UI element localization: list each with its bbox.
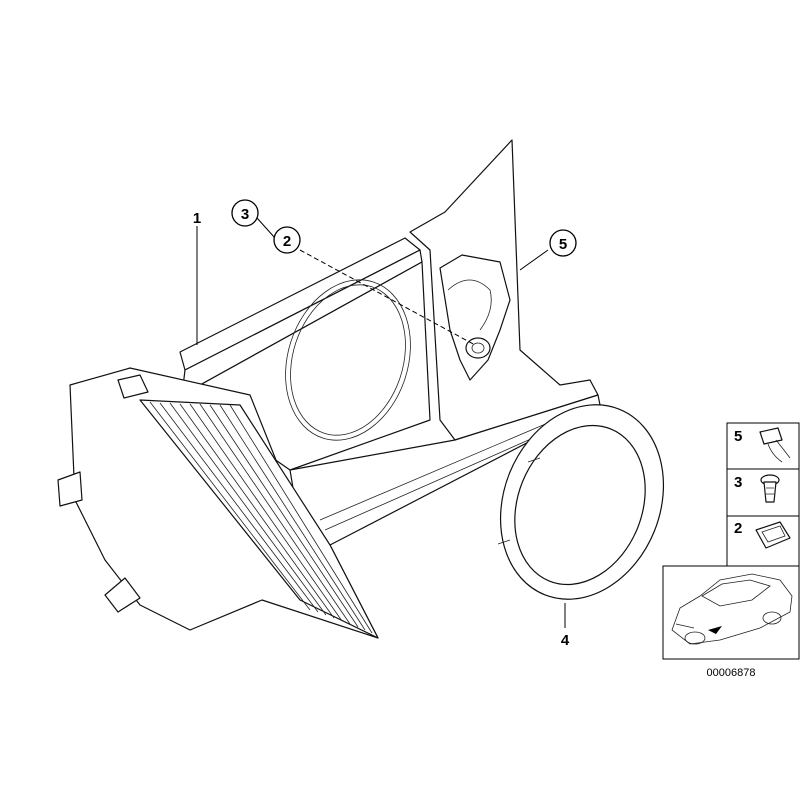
speaker-trim-ring (497, 404, 665, 600)
leader-lines (196, 217, 566, 628)
clip-icon (759, 427, 791, 463)
callout-label: 3 (241, 206, 249, 223)
grommet-icon (755, 521, 791, 549)
legend-number: 2 (734, 520, 742, 537)
callout-4: 4 (561, 632, 570, 649)
legend-row-3: 3 (734, 474, 780, 503)
callout-label: 1 (193, 210, 201, 227)
callout-1: 1 (193, 210, 201, 227)
car-location-icon (671, 573, 793, 645)
speaker-opening (285, 279, 411, 441)
legend-number: 5 (734, 428, 742, 445)
grommet-part (465, 337, 491, 359)
legend-row-5: 5 (734, 427, 791, 463)
callout-label: 5 (559, 236, 567, 253)
callout-2: 2 (273, 226, 301, 254)
legend-number: 3 (734, 474, 742, 491)
car-thumbnail (662, 565, 800, 660)
legend-row-2: 2 (734, 520, 791, 549)
callout-label: 4 (561, 632, 570, 649)
callout-5: 5 (549, 229, 577, 257)
side-trim-panel (57, 139, 601, 639)
callout-3: 3 (231, 199, 259, 227)
parts-legend: 5 3 2 (726, 422, 800, 567)
diagram-code: 00006878 (707, 667, 756, 679)
callout-label: 2 (283, 233, 291, 250)
expanding-rivet-icon (760, 474, 780, 503)
